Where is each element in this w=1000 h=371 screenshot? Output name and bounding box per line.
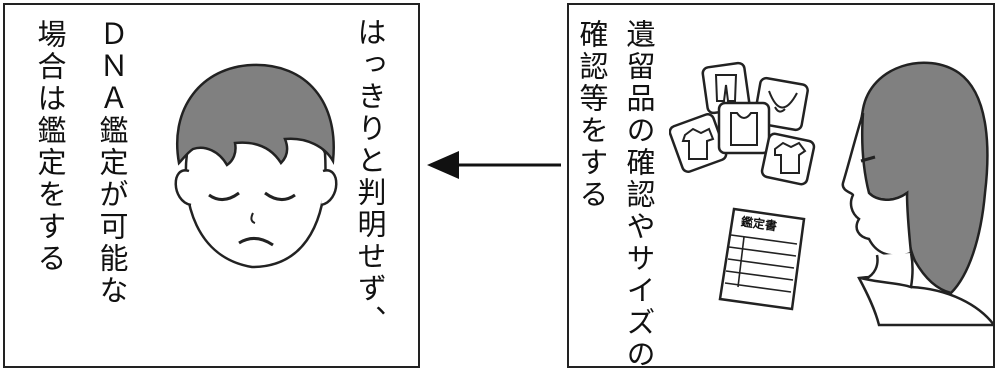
tshirt-icon — [681, 127, 715, 160]
left-panel: はっきりと判明せず、 ＤＮＡ鑑定が可能な 場合は鑑定をする — [3, 3, 420, 368]
right-text-line-1: 遺留品の確認やサイズの — [622, 19, 656, 371]
right-text-line-2: 確認等をする — [575, 19, 609, 211]
hair — [176, 63, 335, 167]
right-ear — [320, 169, 338, 207]
left-text-line-1: はっきりと判明せず、 — [353, 17, 387, 337]
person-neck — [860, 252, 914, 289]
left-arrow — [427, 151, 561, 179]
tank-top-icon — [730, 112, 758, 146]
sad-person-illustration — [174, 63, 338, 269]
belongings-illustration — [669, 61, 816, 186]
person-profile-illustration — [841, 61, 994, 327]
left-eye-closed — [208, 191, 240, 201]
face-outline — [184, 133, 327, 269]
shirt-icon — [774, 141, 807, 174]
nose — [250, 212, 256, 224]
sad-mouth — [238, 237, 274, 247]
item-card-shirt-right — [760, 132, 816, 186]
necklace-icon — [768, 90, 798, 113]
appraisal-document — [718, 207, 806, 311]
document-outline — [718, 207, 806, 311]
right-panel: 遺留品の確認やサイズの 確認等をする 鑑定書 — [567, 3, 995, 371]
left-text-line-3: 場合は鑑定をする — [33, 19, 67, 275]
left-ear — [174, 169, 192, 207]
person-shoulder — [857, 275, 994, 327]
person-face — [841, 112, 913, 257]
left-text-line-2: ＤＮＡ鑑定が可能な — [95, 19, 129, 307]
person-eye — [860, 155, 876, 163]
pants-icon — [714, 74, 738, 102]
right-eye-closed — [264, 191, 296, 201]
